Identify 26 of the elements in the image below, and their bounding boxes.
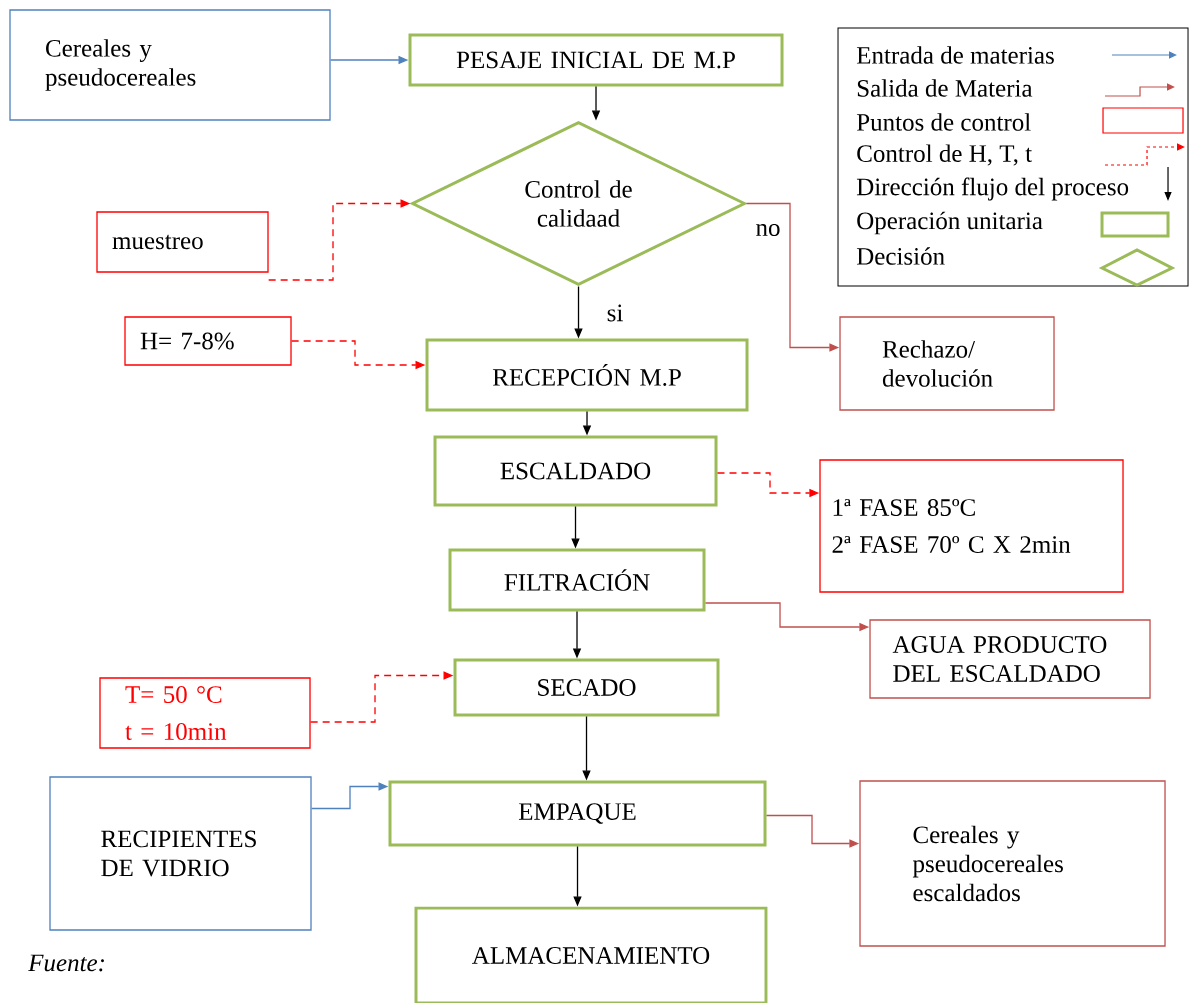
edge-label: no xyxy=(754,223,782,237)
legend-text: Puntos de control xyxy=(856,113,1031,131)
process-box: FILTRACIÓN xyxy=(448,548,706,612)
legend-text: Operación unitaria xyxy=(857,211,1043,235)
output-box: Cereales y pseudocereales escaldados xyxy=(859,780,1166,947)
source-note: Fuente: xyxy=(28,954,104,972)
process-box: ALMACENAMIENTO xyxy=(414,906,768,1003)
control-box: muestreo xyxy=(96,211,269,273)
legend-text: Dirección flujo del proceso xyxy=(856,177,1129,201)
legend-text: Entrada de materias xyxy=(856,46,1054,64)
edge-label: si xyxy=(605,303,625,323)
input-box: Cereales y pseudocereales xyxy=(9,9,331,121)
output-box: Rechazo/ devolución xyxy=(839,316,1055,411)
output-box: AGUA PRODUCTO DEL ESCALDADO xyxy=(869,619,1151,699)
input-box: RECIPIENTES DE VIDRIO xyxy=(49,776,312,931)
control-box: T= 50 °C t = 10min xyxy=(99,677,311,749)
legend-text: Control de H, T, t xyxy=(857,144,1032,166)
legend-text: Salida de Materia xyxy=(857,79,1033,97)
process-box: SECADO xyxy=(453,658,720,717)
process-box: ESCALDADO xyxy=(433,435,718,507)
process-box: RECEPCIÓN M.P xyxy=(425,338,749,412)
process-box: EMPAQUE xyxy=(388,780,767,847)
process-box: PESAJE INICIAL DE M.P xyxy=(408,33,784,87)
control-box: H= 7-8% xyxy=(124,316,292,366)
control-box: 1ª FASE 85ºC 2ª FASE 70º C X 2min xyxy=(819,459,1124,593)
legend-text: Decisión xyxy=(856,247,945,265)
